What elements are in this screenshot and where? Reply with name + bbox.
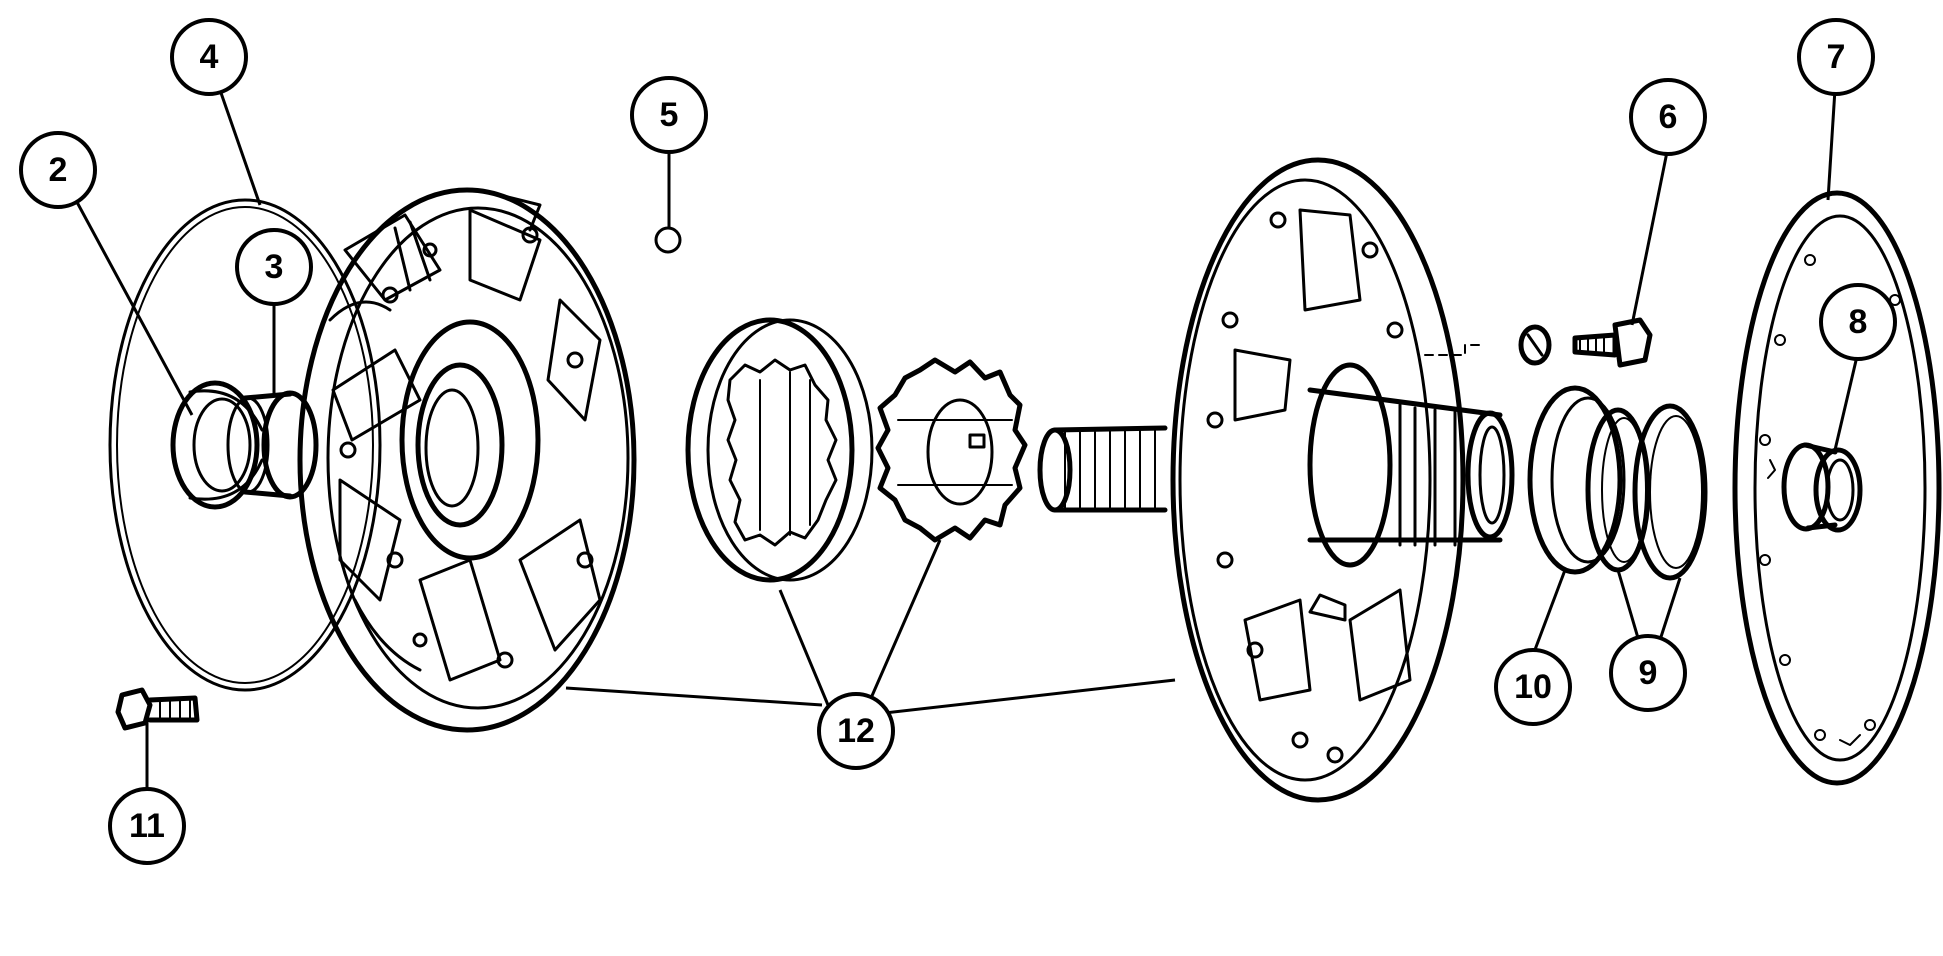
callout-5: 5 bbox=[630, 76, 708, 154]
pump-cover-right bbox=[1037, 157, 1515, 803]
check-ball bbox=[654, 226, 682, 254]
callout-8: 8 bbox=[1819, 283, 1897, 361]
callout-11: 11 bbox=[108, 787, 186, 865]
svg-text:4: 4 bbox=[200, 38, 219, 76]
svg-text:11: 11 bbox=[129, 807, 165, 845]
svg-text:9: 9 bbox=[1639, 654, 1658, 692]
svg-text:5: 5 bbox=[660, 96, 679, 134]
callout-10: 10 bbox=[1494, 648, 1572, 726]
svg-text:12: 12 bbox=[837, 712, 875, 750]
bushing-rear bbox=[1781, 442, 1863, 533]
callout-12: 12 bbox=[817, 692, 895, 770]
callouts: 2 3 4 5 6 7 8 9 bbox=[19, 18, 1897, 865]
callout-7: 7 bbox=[1797, 18, 1875, 96]
leader-lines bbox=[56, 88, 1860, 793]
svg-text:8: 8 bbox=[1849, 303, 1868, 341]
bolt-with-washer bbox=[1518, 317, 1653, 368]
callout-3: 3 bbox=[235, 228, 313, 306]
gasket bbox=[1732, 190, 1942, 786]
pump-body-left bbox=[297, 187, 637, 733]
svg-text:7: 7 bbox=[1827, 38, 1846, 76]
svg-text:3: 3 bbox=[265, 248, 284, 286]
callout-6: 6 bbox=[1629, 78, 1707, 156]
svg-text:10: 10 bbox=[1514, 668, 1552, 706]
inner-gear bbox=[875, 357, 1028, 543]
front-seal bbox=[170, 380, 264, 510]
callout-4: 4 bbox=[170, 18, 248, 96]
callout-9: 9 bbox=[1609, 634, 1687, 712]
o-ring-large bbox=[108, 198, 382, 692]
svg-text:6: 6 bbox=[1659, 98, 1678, 136]
outer-gear-ring bbox=[685, 317, 874, 583]
thrust-washer bbox=[1527, 385, 1626, 575]
callout-2: 2 bbox=[19, 131, 97, 209]
svg-text:2: 2 bbox=[49, 151, 68, 189]
bushing-front bbox=[226, 390, 319, 500]
bolt-lower-left bbox=[115, 687, 200, 731]
